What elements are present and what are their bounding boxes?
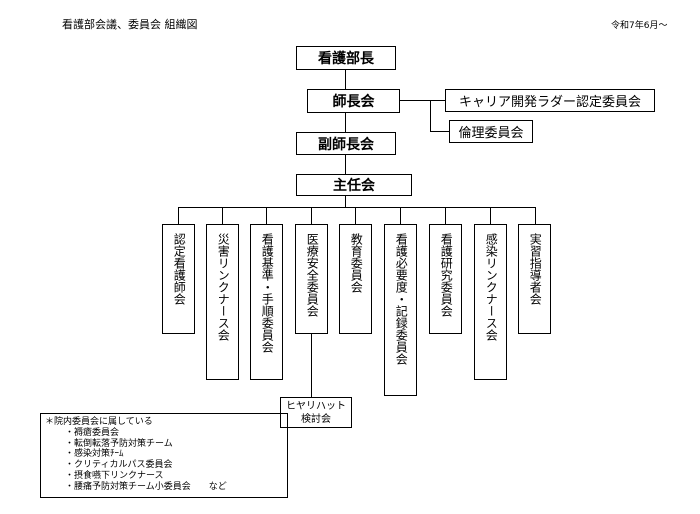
head-nurse-council-label: 師長会	[332, 94, 375, 110]
infection-link-nurse-council-box: 感染リンクナース会	[474, 224, 507, 380]
near-miss-review-label-line1: ヒヤリハット	[286, 400, 346, 412]
connector-line	[222, 207, 223, 224]
education-committee-label: 教育委員会	[349, 233, 364, 293]
nursing-standards-committee-box: 看護基準・手順委員会	[250, 224, 283, 380]
chief-council-label: 主任会	[333, 178, 375, 194]
career-ladder-committee-box: キャリア開発ラダー認定委員会	[445, 89, 655, 112]
note-item: ・摂食嚥下リンクナース	[65, 470, 164, 481]
certified-nurse-council-box: 認定看護師会	[162, 224, 195, 334]
connector-line	[400, 207, 401, 224]
near-miss-review-box: ヒヤリハット 検討会	[280, 397, 352, 428]
note-item: ・褥瘡委員会	[65, 427, 120, 438]
connector-line	[430, 131, 449, 132]
deputy-head-nurse-council-label: 副師長会	[318, 136, 374, 153]
note-item: ・転倒転落予防対策チーム	[65, 438, 173, 449]
hospital-committee-note: ＊院内委員会に属している ・褥瘡委員会 ・転倒転落予防対策チーム ・感染対策ﾁｰ…	[40, 413, 288, 498]
note-heading: ＊院内委員会に属している	[45, 417, 153, 427]
certified-nurse-council-label: 認定看護師会	[172, 233, 187, 305]
clinical-instructor-council-box: 実習指導者会	[518, 224, 551, 334]
page-title: 看護部会議、委員会 組織図	[62, 18, 198, 31]
connector-line	[178, 207, 179, 224]
connector-line	[311, 334, 312, 397]
ethics-committee-box: 倫理委員会	[449, 120, 533, 143]
infection-link-nurse-council-label: 感染リンクナース会	[484, 233, 499, 341]
director-label: 看護部長	[318, 51, 374, 67]
education-committee-box: 教育委員会	[339, 224, 372, 334]
connector-line	[266, 207, 267, 224]
note-item: ・感染対策ﾁｰﾑ	[65, 449, 124, 460]
connector-line	[400, 100, 445, 101]
note-item: ・腰痛予防対策チーム小委員会 など	[65, 481, 227, 492]
nursing-research-committee-box: 看護研究委員会	[429, 224, 462, 334]
career-ladder-committee-label: キャリア開発ラダー認定委員会	[458, 95, 641, 110]
effective-date: 令和7年6月～	[611, 21, 668, 31]
nursing-standards-committee-label: 看護基準・手順委員会	[260, 233, 275, 353]
clinical-instructor-council-label: 実習指導者会	[528, 233, 543, 305]
disaster-link-nurse-council-box: 災害リンクナース会	[206, 224, 239, 380]
connector-line	[345, 70, 346, 89]
chief-council-box: 主任会	[296, 174, 412, 196]
connector-line	[490, 207, 491, 224]
connector-line	[355, 207, 356, 224]
near-miss-review-label-line2: 検討会	[301, 413, 331, 425]
head-nurse-council-box: 師長会	[307, 89, 400, 113]
note-item: ・クリティカルパス委員会	[65, 460, 173, 471]
nursing-necessity-record-committee-box: 看護必要度・記録委員会	[384, 224, 417, 396]
connector-line	[178, 207, 535, 208]
medical-safety-committee-label: 医療安全委員会	[305, 233, 320, 317]
nursing-research-committee-label: 看護研究委員会	[439, 233, 454, 317]
deputy-head-nurse-council-box: 副師長会	[296, 132, 396, 155]
disaster-link-nurse-council-label: 災害リンクナース会	[216, 233, 231, 341]
connector-line	[445, 207, 446, 224]
medical-safety-committee-box: 医療安全委員会	[295, 224, 328, 334]
ethics-committee-label: 倫理委員会	[458, 126, 524, 141]
connector-line	[345, 196, 346, 208]
connector-line	[430, 100, 431, 132]
connector-line	[345, 113, 346, 132]
connector-line	[345, 155, 346, 174]
connector-line	[535, 207, 536, 224]
director-box: 看護部長	[296, 46, 396, 70]
connector-line	[311, 207, 312, 224]
nursing-necessity-record-committee-label: 看護必要度・記録委員会	[394, 233, 409, 365]
